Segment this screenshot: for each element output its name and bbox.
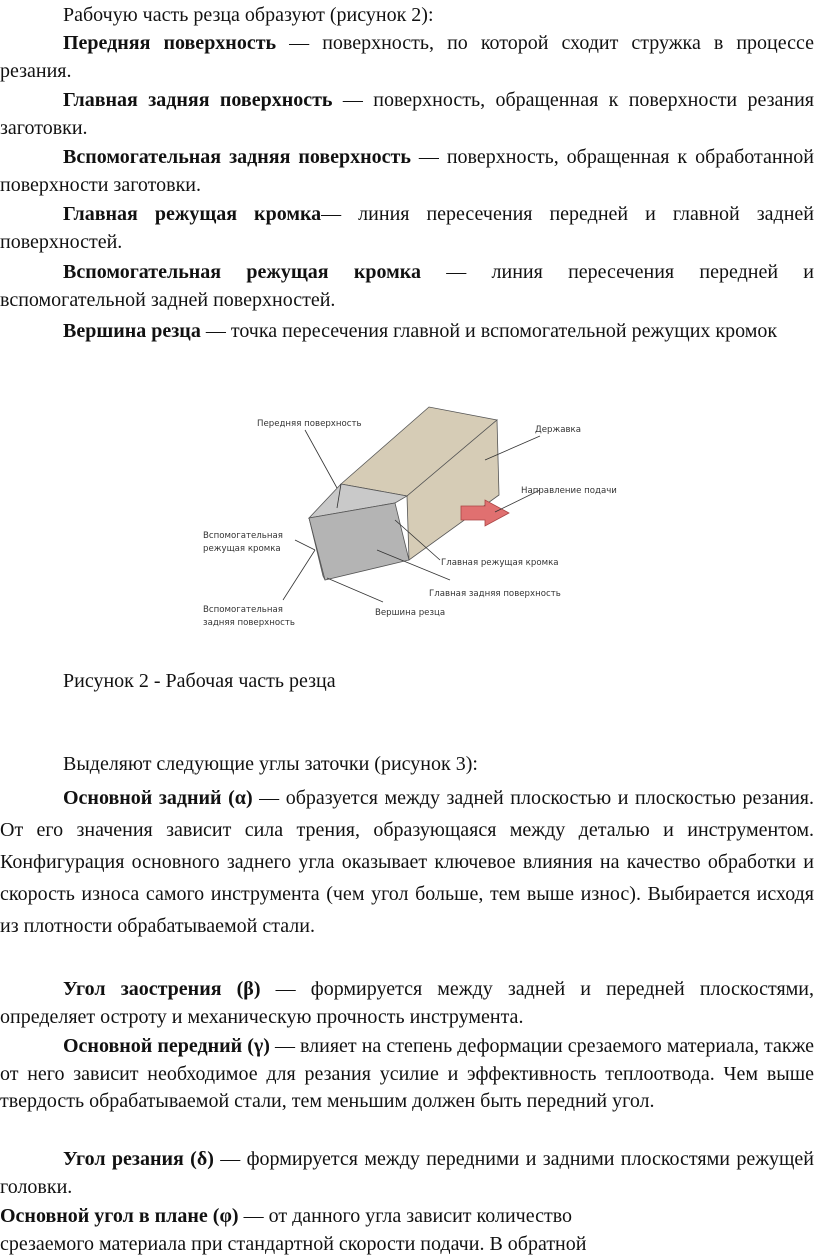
definition-front-surface: Передняя поверхность — поверхность, по к… — [0, 30, 814, 85]
definition-aux-edge: Вспомогательная режущая кромка — линия п… — [0, 259, 814, 314]
term: Основной задний (α) — [63, 787, 253, 809]
definition-text: — от данного угла зависит количество — [238, 1205, 573, 1227]
angle-gamma: Основной передний (γ) — влияет на степен… — [0, 1033, 814, 1116]
angle-alpha: Основной задний (α) — образуется между з… — [0, 782, 814, 942]
figure-caption: Рисунок 2 - Рабочая часть резца — [63, 670, 336, 692]
label-holder: Державка — [535, 425, 581, 435]
term: Вспомогательная задняя поверхность — [63, 146, 411, 168]
term: Основной угол в плане (φ) — [0, 1205, 239, 1227]
definition-text: — линия пересечения передней и главной з… — [0, 203, 814, 253]
definition-text: — формируется между задней и передней пл… — [0, 978, 814, 1028]
front-edge-line — [336, 483, 342, 509]
cutter-figure: Передняя поверхность Державка Направлени… — [195, 400, 635, 640]
holder-side — [406, 419, 500, 561]
label-aux-edge-1: Вспомогательная — [203, 531, 283, 541]
definition-text: — поверхность, обращенная к поверхности … — [0, 89, 815, 139]
main-flank-surface — [308, 502, 410, 581]
label-tip: Вершина резца — [375, 608, 445, 618]
term: Основной передний (γ) — [63, 1035, 270, 1057]
section1-intro: Рабочую часть резца образуют (рисунок 2)… — [63, 4, 434, 26]
term: Вершина резца — [63, 320, 201, 342]
label-aux-flank-2: задняя поверхность — [203, 618, 295, 628]
definition-main-edge: Главная режущая кромка— линия пересечени… — [0, 201, 814, 256]
feed-arrow — [460, 499, 510, 527]
label-front-surface: Передняя поверхность — [257, 419, 362, 429]
definition-text: — формируется между передними и задними … — [0, 1148, 814, 1198]
section2-intro: Выделяют следующие углы заточки (рисунок… — [63, 753, 478, 775]
term: Главная задняя поверхность — [63, 89, 333, 111]
definition-tip: Вершина резца — точка пересечения главно… — [0, 318, 814, 346]
term: Передняя поверхность — [63, 32, 277, 54]
leader-main-edge — [394, 519, 441, 561]
angle-beta: Угол заострения (β) — формируется между … — [0, 976, 814, 1031]
label-main-flank: Главная задняя поверхность — [429, 589, 561, 599]
leader-front — [304, 429, 338, 489]
definition-text: — поверхность, по которой сходит стружка… — [0, 32, 815, 82]
angle-phi: Основной угол в плане (φ) — от данного у… — [0, 1203, 814, 1258]
definition-text: — поверхность, обращенная к обработанной… — [0, 146, 815, 196]
definition-text: — линия пересечения передней и вспомогат… — [0, 261, 815, 311]
term: Главная режущая кромка — [63, 203, 322, 225]
label-main-edge: Главная режущая кромка — [441, 558, 559, 568]
leader-holder — [484, 435, 541, 461]
definition-text: — образуется между задней плоскостью и п… — [0, 787, 814, 937]
definition-text: — влияет на степень деформации срезаемог… — [0, 1035, 815, 1112]
leader-tip — [326, 577, 384, 603]
term: Угол заострения (β) — [63, 978, 261, 1000]
leader-aux-edge — [294, 539, 316, 551]
angle-delta: Угол резания (δ) — формируется между пер… — [0, 1146, 814, 1201]
leader-main-flank — [376, 549, 451, 581]
leader-feed — [494, 489, 541, 513]
label-aux-flank-1: Вспомогательная — [203, 605, 283, 615]
definition-text: — точка пересечения главной и вспомогате… — [200, 320, 778, 342]
definition-text-line2: срезаемого материала при стандартной ско… — [0, 1232, 587, 1255]
cutter-diagram: Передняя поверхность Державка Направлени… — [203, 406, 617, 628]
term: Угол резания (δ) — [63, 1148, 214, 1170]
label-feed-direction: Направление подачи — [521, 486, 617, 496]
definition-main-flank: Главная задняя поверхность — поверхность… — [0, 87, 814, 142]
definition-aux-flank: Вспомогательная задняя поверхность — пов… — [0, 144, 814, 199]
term: Вспомогательная режущая кромка — [63, 261, 421, 283]
label-aux-edge-2: режущая кромка — [203, 544, 281, 554]
leader-aux-flank — [282, 549, 316, 601]
